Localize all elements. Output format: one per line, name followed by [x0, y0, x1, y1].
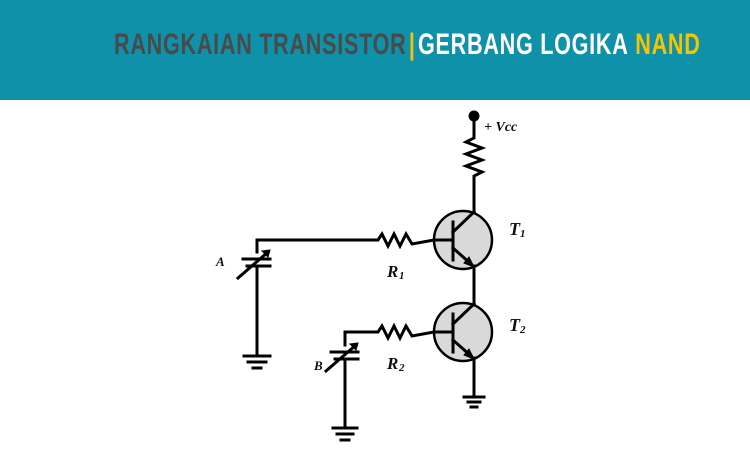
ground-t2-icon [462, 395, 486, 409]
title-separator: | [408, 28, 416, 61]
svg-text:1: 1 [520, 228, 526, 240]
svg-text:R: R [386, 354, 398, 373]
input-a-variable-source [235, 238, 272, 370]
svg-text:T: T [509, 315, 521, 335]
title-right: GERBANG LOGIKA [418, 28, 629, 61]
svg-text:1: 1 [399, 270, 405, 282]
header-banner: RANGKAIAN TRANSISTOR | GERBANG LOGIKA NA… [0, 0, 750, 100]
t2-label: T 2 [509, 315, 526, 336]
pullup-resistor [461, 118, 487, 212]
vcc-label: + Vcc [484, 120, 518, 135]
t1-label: T 1 [509, 219, 526, 240]
resistor-r1 [255, 230, 455, 250]
page-title: RANGKAIAN TRANSISTOR | GERBANG LOGIKA NA… [0, 28, 750, 62]
title-accent: NAND [635, 28, 701, 61]
r1-label: R 1 [386, 262, 405, 282]
title-left: RANGKAIAN TRANSISTOR [114, 28, 407, 61]
svg-text:R: R [386, 262, 398, 281]
resistor-r2 [343, 322, 455, 342]
input-b-variable-source [323, 330, 360, 442]
input-b-label: B [313, 358, 323, 373]
transistor-t1 [432, 208, 494, 271]
transistor-t2 [432, 301, 494, 363]
r2-label: R 2 [386, 354, 405, 374]
svg-text:2: 2 [519, 324, 526, 336]
input-a-label: A [215, 254, 225, 269]
svg-text:T: T [509, 219, 521, 239]
svg-text:2: 2 [398, 362, 405, 374]
